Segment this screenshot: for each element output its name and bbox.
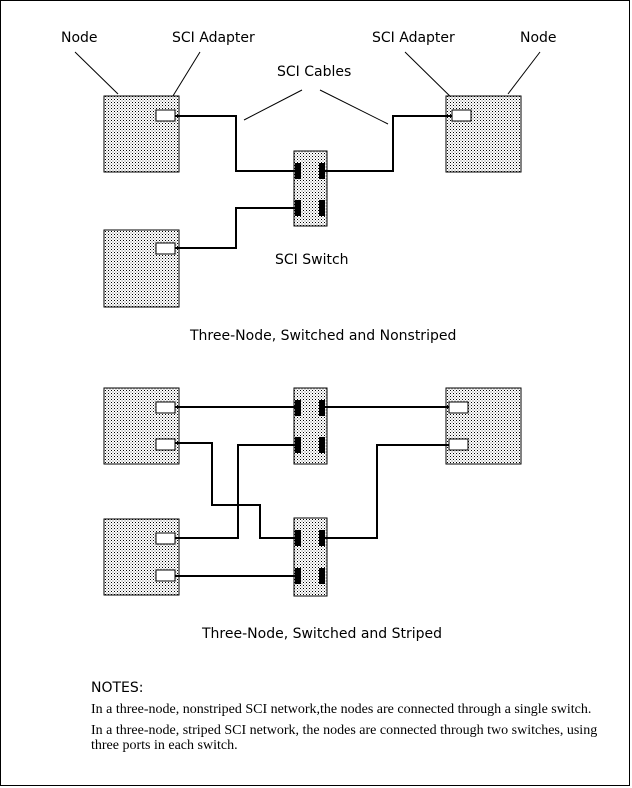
switch-port bbox=[319, 568, 325, 584]
label-adapter-left: SCI Adapter bbox=[172, 30, 255, 46]
cable-top-left bbox=[175, 115, 295, 172]
switch-port bbox=[295, 437, 301, 453]
adapter-bottom-left bbox=[155, 242, 176, 255]
switch-port bbox=[295, 200, 301, 216]
notes-header: NOTES: bbox=[91, 680, 144, 696]
striped-diagram: Three-Node, Switched and Striped bbox=[103, 387, 522, 642]
label-sci-cables: SCI Cables bbox=[277, 64, 351, 80]
node-a bbox=[103, 387, 180, 465]
adapter-b2 bbox=[448, 438, 469, 451]
cable-sw2-b2 bbox=[325, 444, 449, 539]
cable-bottom-left bbox=[175, 207, 295, 249]
cable-top-right bbox=[325, 115, 452, 172]
note-item: In a three-node, striped SCI network, th… bbox=[91, 723, 598, 753]
label-node-right: Node bbox=[520, 30, 557, 46]
switch-port bbox=[295, 568, 301, 584]
adapter-c2 bbox=[155, 569, 176, 582]
note-item: In a three-node, nonstriped SCI network,… bbox=[91, 702, 592, 717]
adapter-a1 bbox=[155, 401, 176, 414]
switch-port bbox=[319, 163, 325, 179]
switch-port bbox=[295, 530, 301, 546]
node-top-right bbox=[445, 95, 522, 173]
adapter-top-left bbox=[155, 109, 176, 122]
node-top-left bbox=[103, 95, 180, 173]
notes-section: NOTES: In a three-node, nonstriped SCI n… bbox=[91, 680, 611, 759]
node-c bbox=[103, 518, 180, 596]
node-b bbox=[445, 387, 522, 465]
sci-switch-2 bbox=[293, 517, 328, 597]
adapter-b1 bbox=[448, 401, 469, 414]
switch-port bbox=[319, 530, 325, 546]
node-bottom-left bbox=[103, 229, 180, 308]
adapter-c1 bbox=[155, 532, 176, 545]
adapter-top-right bbox=[451, 109, 472, 122]
cable-c1-sw1 bbox=[175, 444, 295, 539]
caption-striped: Three-Node, Switched and Striped bbox=[201, 626, 442, 642]
cable-a2-sw2 bbox=[175, 442, 295, 539]
label-sci-switch: SCI Switch bbox=[275, 252, 349, 268]
adapter-a2 bbox=[155, 438, 176, 451]
switch-port bbox=[295, 163, 301, 179]
switch-port bbox=[319, 400, 325, 416]
switch-port bbox=[319, 437, 325, 453]
switch-port bbox=[319, 200, 325, 216]
label-node-left: Node bbox=[61, 30, 98, 46]
nonstriped-diagram: Node SCI Adapter SCI Adapter Node SCI Ca… bbox=[61, 30, 557, 344]
switch-port bbox=[295, 400, 301, 416]
label-adapter-right: SCI Adapter bbox=[372, 30, 455, 46]
caption-nonstriped: Three-Node, Switched and Nonstriped bbox=[189, 328, 456, 344]
